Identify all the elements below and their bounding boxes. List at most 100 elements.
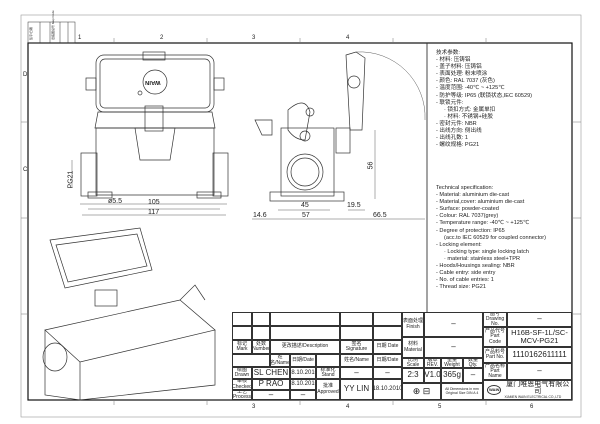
spec-en: Technical specification: - Material: alu…: [436, 185, 546, 291]
spec-item: - Cable entry: side entry: [436, 270, 496, 277]
spec-item: - Temperature range: -40℃ ~ +125℃: [436, 220, 530, 227]
spec-en-title: Technical specification:: [436, 185, 494, 191]
name-header: 姓名/Name: [270, 354, 290, 367]
spec-item: - 盖子材料: 压铸铝: [436, 64, 482, 71]
spec-item: · 锁扣方式: 金属单扣: [444, 106, 496, 113]
process-name: –: [252, 390, 290, 400]
weight-label: 重量 Weight: [441, 358, 463, 368]
dim-19-5: 19.5: [347, 202, 361, 209]
spec-item: - Hoods/Housings sealing: NBR: [436, 263, 515, 270]
spec-item: - Thread size: PG21: [436, 284, 486, 291]
approved-date: 18.10.2010: [373, 379, 402, 400]
part-name-label: 产品名称 Part Name: [483, 363, 507, 380]
rev-value: V1.0: [424, 368, 441, 383]
spec-cn-title: 技术参数:: [436, 50, 460, 56]
dimensions-note: All Dimensions in mm Original Size DIN A…: [441, 383, 483, 400]
part-no-value: 1110162611111: [507, 347, 572, 363]
part-code-label: 产品代号 Part Code: [483, 327, 507, 347]
spec-item: - Surface: powder-coated: [436, 206, 499, 213]
date-header: 日期 Date: [373, 340, 402, 354]
company-name-cn: 厦门唯恩电气有限公司: [506, 380, 570, 396]
qty-label: 数量 Qty.: [463, 358, 483, 368]
drawn-date: 18.10.2010: [290, 367, 316, 379]
drawn-label: 绘图 Drawn: [232, 367, 252, 379]
number-header: 处数 Number: [252, 340, 270, 354]
spec-item: - 温度范围: -40℃ ~ +125℃: [436, 85, 505, 92]
column-label: 4: [346, 404, 350, 410]
dim-hole: ø5.5: [108, 198, 123, 205]
spec-item: - 表面处理: 粉末喷涂: [436, 71, 488, 78]
wain-logo: WAIN: [145, 79, 161, 85]
spec-item: - Degree of protection: IP65: [436, 227, 505, 234]
spec-item: - 出线孔数: 1: [436, 135, 469, 142]
dim-56: 56: [367, 161, 375, 170]
approved-label: 批准 Approved: [316, 379, 340, 400]
part-no-label: 产品料号 Part No.: [483, 347, 507, 363]
process-date: –: [290, 390, 316, 400]
spec-item: - Colour: RAL 7037(grey): [436, 213, 499, 220]
dim-pg21: PG21: [67, 170, 75, 189]
spec-item: · material: stainless steel+TPR: [444, 255, 521, 262]
drawn-name: SL CHEN: [252, 367, 290, 379]
column-label: 2: [160, 35, 164, 41]
mark-header: 标记 Mark: [232, 340, 252, 354]
spec-item: - 材料: 压铸铝: [436, 57, 471, 64]
qty-value: –: [463, 368, 483, 383]
column-label: 3: [252, 35, 256, 41]
scale-label: 比例 Scale: [402, 358, 424, 368]
spec-item: - Locking element:: [436, 241, 482, 248]
row-label: C: [23, 167, 28, 173]
column-label: 1: [78, 35, 82, 41]
part-name-value: –: [507, 363, 572, 380]
dim-57: 57: [302, 212, 310, 219]
stand-date: –: [373, 367, 402, 379]
checked-label: 审核 Checked: [232, 379, 252, 390]
spec-item: - Material: aluminium die-cast: [436, 192, 510, 199]
date-header: 日期/Date: [290, 354, 316, 367]
spec-item: - 防护等级: IP65 (联锁状态,IEC 60529): [436, 92, 533, 99]
rev-label: 版本 REV.: [424, 358, 441, 368]
dim-14-6: 14.6: [253, 212, 267, 219]
dim-117: 117: [148, 209, 160, 216]
row-label: D: [23, 72, 28, 78]
drawing-no-value: –: [507, 312, 572, 327]
spec-item: · Locking type: single locking latch: [444, 248, 529, 255]
process-label: 工艺 Process: [232, 390, 252, 400]
dim-66-5: 66.5: [373, 212, 387, 219]
spec-item: - 联锁元件:: [436, 99, 464, 106]
corner-label: 签字/日期: [29, 27, 33, 40]
side-view: [252, 51, 426, 220]
spec-item: - 密封元件: NBR: [436, 120, 477, 127]
isometric-view: [42, 227, 216, 401]
part-code-value: H16B-SF-1L/SC-MCV-PG21: [507, 327, 572, 347]
date-header: 日期/Date: [373, 354, 402, 367]
name-header: 姓名/Name: [340, 354, 373, 367]
dim-45: 45: [301, 202, 309, 209]
company-block: WAIN 厦门唯恩电气有限公司 XIAMEN WAIN ELECTRICAL C…: [483, 380, 572, 400]
weight-value: 365g: [441, 368, 463, 383]
scale-value: 2:3: [402, 368, 424, 383]
company-name-en: XIAMEN WAIN ELECTRICAL CO.,LTD: [504, 394, 562, 399]
outer-border: [20, 14, 582, 418]
spec-item: - 颜色: RAL 7037 (灰色): [436, 78, 495, 85]
finish-value: –: [424, 312, 483, 337]
projection-symbol-icon: ⊕ ⊟: [402, 383, 441, 400]
spec-cn: 技术参数: - 材料: 压铸铝 - 盖子材料: 压铸铝 - 表面处理: 粉末喷涂…: [436, 50, 532, 149]
approved-name: YY LIN: [340, 379, 373, 400]
spec-item: - Material,cover: aluminium die-cast: [436, 199, 525, 206]
column-label: 4: [346, 35, 350, 41]
checked-date: 18.10.2010: [290, 379, 316, 390]
spec-item: (acc.to IEC 60529 for coupled connector): [444, 234, 546, 241]
spec-item: - No. of cable entries: 1: [436, 277, 494, 284]
drawing-no-label: 图号 Drawing No.: [483, 312, 507, 327]
finish-label: 表面处理 Finish: [402, 312, 424, 337]
stand-name: –: [340, 367, 373, 379]
column-label: 5: [438, 404, 442, 410]
checked-name: P RAO: [252, 379, 290, 390]
company-logo: WAIN: [487, 384, 502, 396]
dim-105: 105: [148, 199, 160, 206]
front-view: [71, 51, 229, 216]
title-block: 标记 Mark 处数 Number 更改描述/Description 签名 Si…: [232, 312, 572, 400]
spec-item: · 材料: 不锈钢+硅胶: [444, 113, 493, 120]
